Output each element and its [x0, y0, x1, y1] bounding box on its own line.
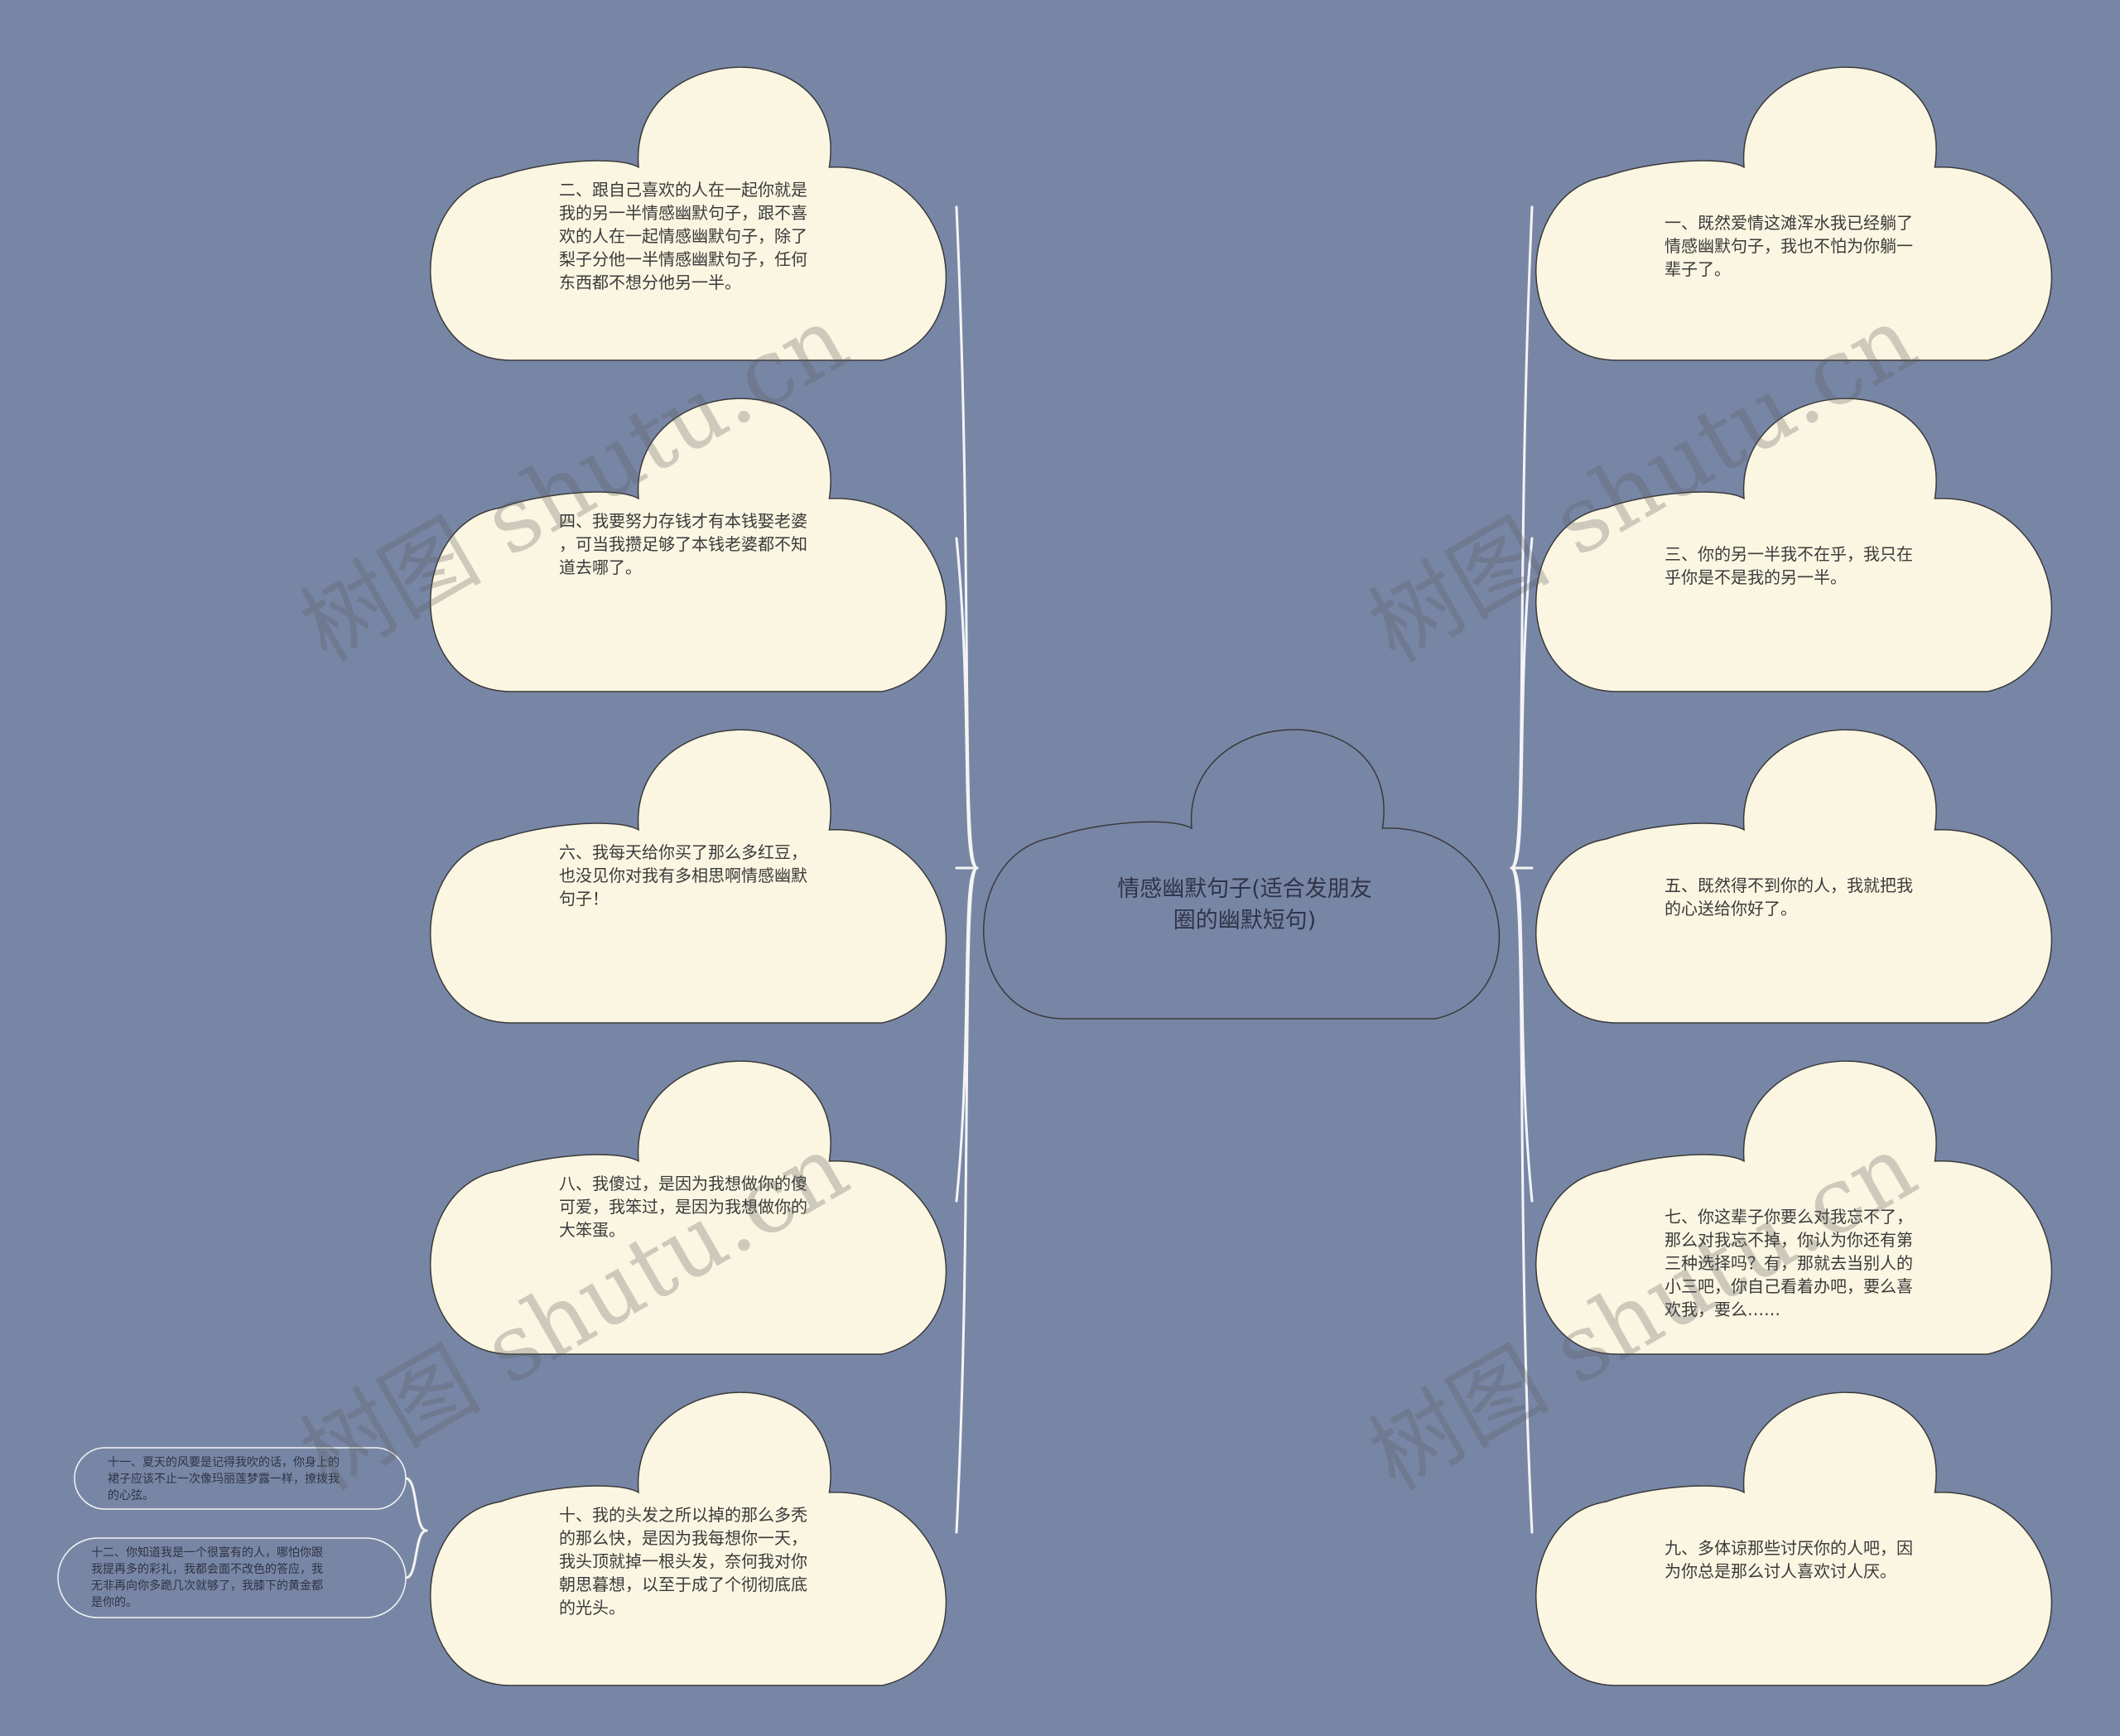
topic-label-7: 七、你这辈子你要么对我忘不了， 那么对我忘不掉，你认为你还有第 三种选择吗？有，…: [1665, 1207, 1913, 1319]
topic-label-9: 九、多体谅那些讨厌你的人吧，因 为你总是那么讨人喜欢讨人厌。: [1665, 1538, 1913, 1581]
topic-cloud-7: [1535, 1060, 2053, 1355]
topic-cloud-6: [430, 729, 947, 1024]
topic-label-2: 二、跟自己喜欢的人在一起你就是 我的另一半情感幽默句子，跟不喜 欢的人在一起情感…: [559, 180, 807, 292]
connector-left-4: [955, 866, 979, 1203]
topic-cloud-1: [1535, 66, 2053, 361]
central-topic-cloud: [983, 729, 1501, 1020]
topic-label-5: 五、既然得不到你的人，我就把我 的心送给你好了。: [1665, 875, 1913, 919]
topic-cloud-10: [430, 1391, 947, 1686]
topic-label-10: 十、我的头发之所以掉的那么多秃 的那么快，是因为我每想你一天， 我头顶就掉一根头…: [559, 1505, 807, 1618]
connector-left-1: [955, 205, 979, 870]
connector-right-4: [1510, 866, 1534, 1203]
topic-label-8: 八、我傻过，是因为我想做你的傻 可爱，我笨过，是因为我想做你的 大笨蛋。: [559, 1174, 807, 1240]
subtopic-pill-11: [74, 1447, 407, 1510]
topic-cloud-4: [430, 398, 947, 692]
connector-right-1: [1510, 205, 1534, 870]
topic-cloud-3: [1535, 398, 2053, 692]
subtopic-label-11: 十一、夏天的风要是记得我吹的话，你身上的 裙子应该不止一次像玛丽莲梦露一样，撩拨…: [108, 1456, 340, 1502]
topic-label-4: 四、我要努力存钱才有本钱娶老婆 ，可当我攒足够了本钱老婆都不知 道去哪了。: [559, 511, 807, 577]
connector-lines: [404, 205, 1534, 1579]
connector-sub-12: [404, 1529, 428, 1579]
connector-left-2: [955, 537, 979, 870]
topic-cloud-9: [1535, 1391, 2053, 1686]
subtopic-pill-12: [57, 1537, 407, 1618]
topic-cloud-5: [1535, 729, 2053, 1024]
connector-left-5: [955, 866, 979, 1534]
topic-label-1: 一、既然爱情这滩浑水我已经躺了 情感幽默句子，我也不怕为你躺一 辈子了。: [1665, 213, 1913, 279]
connector-sub-11: [404, 1477, 428, 1532]
topic-label-6: 六、我每天给你买了那么多红豆， 也没见你对我有多相思啊情感幽默 句子！: [559, 842, 807, 909]
connector-right-5: [1510, 866, 1534, 1534]
topic-cloud-8: [430, 1060, 947, 1355]
subtopic-label-12: 十二、你知道我是一个很富有的人，哪怕你跟 我提再多的彩礼，我都会面不改色的答应，…: [91, 1546, 323, 1609]
topic-label-3: 三、你的另一半我不在乎，我只在 乎你是不是我的另一半。: [1665, 544, 1913, 587]
central-topic-label: 情感幽默句子(适合发朋友 圈的幽默短句): [1117, 876, 1372, 933]
connector-right-2: [1510, 537, 1534, 870]
topic-cloud-2: [430, 66, 947, 361]
